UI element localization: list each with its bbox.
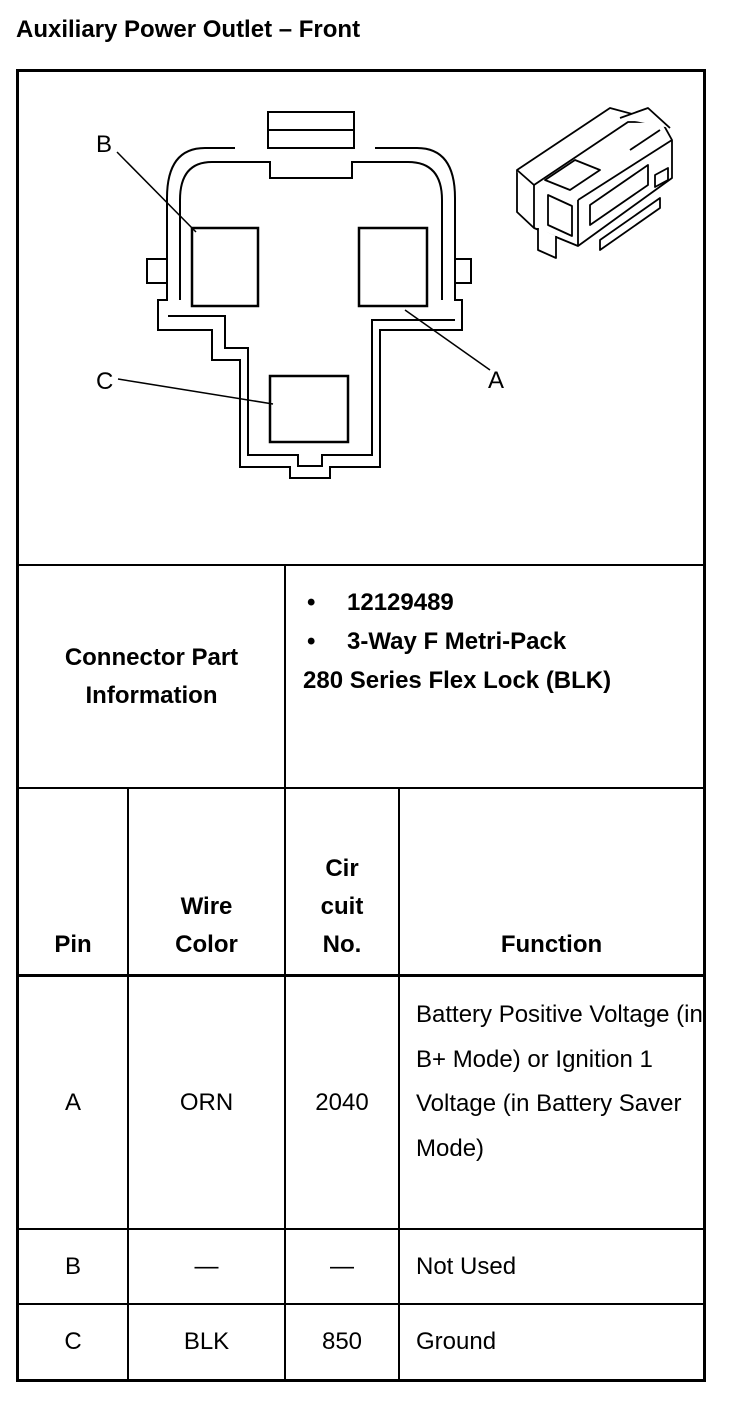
- header-circuit-no: Cir cuit No.: [286, 789, 398, 974]
- connector-series: 280 Series Flex Lock (BLK): [303, 667, 612, 694]
- table-row-a-pin: A: [19, 977, 127, 1228]
- table-row-a-wire: ORN: [129, 977, 284, 1228]
- circuit-cell: 850: [321, 1328, 363, 1355]
- table-row-b-function: Not Used: [416, 1230, 701, 1303]
- pin-label-a: A: [488, 367, 504, 394]
- pin-cell: B: [64, 1252, 81, 1280]
- part-number-item: • 12129489: [303, 583, 701, 622]
- connector-type: 3-Way F Metri-Pack: [347, 628, 567, 655]
- table-row-b-pin: B: [19, 1230, 127, 1303]
- header-wire-color-text: Wire Color: [175, 893, 238, 958]
- row-divider: [16, 787, 706, 789]
- connector-face-diagram: B C A: [96, 111, 504, 479]
- table-row-b-circuit: —: [286, 1230, 398, 1303]
- table-left-border: [16, 69, 19, 1382]
- row-divider: [16, 1303, 706, 1305]
- table-row-b-wire: —: [129, 1230, 284, 1303]
- table-row-c-function: Ground: [416, 1305, 701, 1379]
- header-function-text: Function: [500, 931, 603, 958]
- circuit-cell: 2040: [315, 1088, 369, 1116]
- cavity-b: [190, 226, 260, 308]
- header-pin: Pin: [19, 789, 127, 974]
- connector-type-item: • 3-Way F Metri-Pack: [303, 622, 701, 661]
- bullet-icon: •: [307, 628, 316, 655]
- pin-label-c: C: [96, 368, 113, 395]
- circuit-cell: —: [330, 1252, 354, 1280]
- function-cell: Battery Positive Voltage (in B+ Mode) or…: [416, 1001, 703, 1162]
- row-divider: [16, 564, 706, 566]
- table-row-c-pin: C: [19, 1305, 127, 1379]
- header-wire-color: Wire Color: [129, 789, 284, 974]
- cavity-c: [268, 374, 350, 444]
- part-number: 12129489: [347, 589, 454, 616]
- row-divider: [16, 1228, 706, 1230]
- wire-color-cell: BLK: [183, 1328, 230, 1355]
- page-title: Auxiliary Power Outlet – Front: [16, 16, 361, 43]
- cavity-a: [357, 226, 429, 308]
- pin-cell: C: [64, 1328, 82, 1355]
- connector-part-info: • 12129489 • 3-Way F Metri-Pack 280 Seri…: [303, 583, 701, 700]
- function-cell: Ground: [416, 1328, 497, 1355]
- pin-label-b: B: [96, 131, 112, 158]
- connector-info-label: Connector Part Information: [19, 566, 284, 787]
- column-divider: [127, 787, 129, 1382]
- wire-color-cell: —: [194, 1252, 219, 1280]
- connector-thumbnail-image: [516, 107, 673, 259]
- column-divider: [284, 564, 286, 1382]
- header-function: Function: [400, 789, 703, 974]
- table-row-a-circuit: 2040: [286, 977, 398, 1228]
- header-pin-text: Pin: [54, 931, 92, 958]
- table-right-border: [703, 69, 706, 1382]
- table-row-c-circuit: 850: [286, 1305, 398, 1379]
- function-cell: Not Used: [416, 1252, 517, 1280]
- row-divider: [16, 974, 706, 977]
- table-top-border: [16, 69, 706, 72]
- wire-color-cell: ORN: [179, 1088, 234, 1116]
- pin-cell: A: [64, 1088, 81, 1116]
- table-bottom-border: [16, 1379, 706, 1382]
- connector-info-label-text: Connector Part Information: [64, 643, 239, 709]
- column-divider: [398, 787, 400, 1382]
- bullet-icon: •: [307, 589, 316, 616]
- header-circuit-no-text: Cir cuit No.: [320, 855, 364, 958]
- table-row-c-wire: BLK: [129, 1305, 284, 1379]
